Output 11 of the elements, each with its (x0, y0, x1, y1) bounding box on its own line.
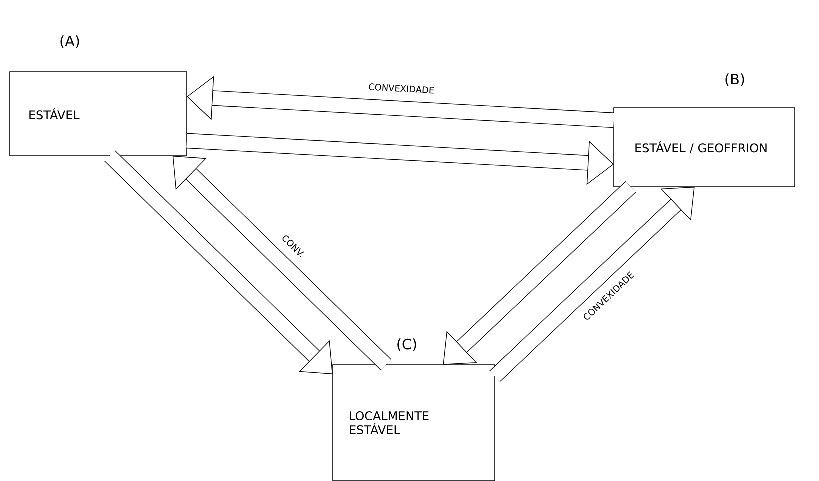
state-box: ESTÁVEL (10, 72, 188, 156)
implication-arrow (443, 181, 636, 365)
state-heading: (A) (60, 36, 80, 48)
state-box: ESTÁVEL / GEOFFRION (614, 108, 796, 188)
implication-arrow (490, 187, 695, 382)
state-heading: (C) (398, 338, 416, 352)
implication-arrow (104, 150, 333, 374)
state-heading: (B) (726, 74, 744, 86)
state-box: LOCALMENTE ESTÁVEL (332, 364, 496, 481)
edge-label: CONVEXIDADE (367, 82, 436, 95)
implication-arrow (172, 156, 392, 370)
